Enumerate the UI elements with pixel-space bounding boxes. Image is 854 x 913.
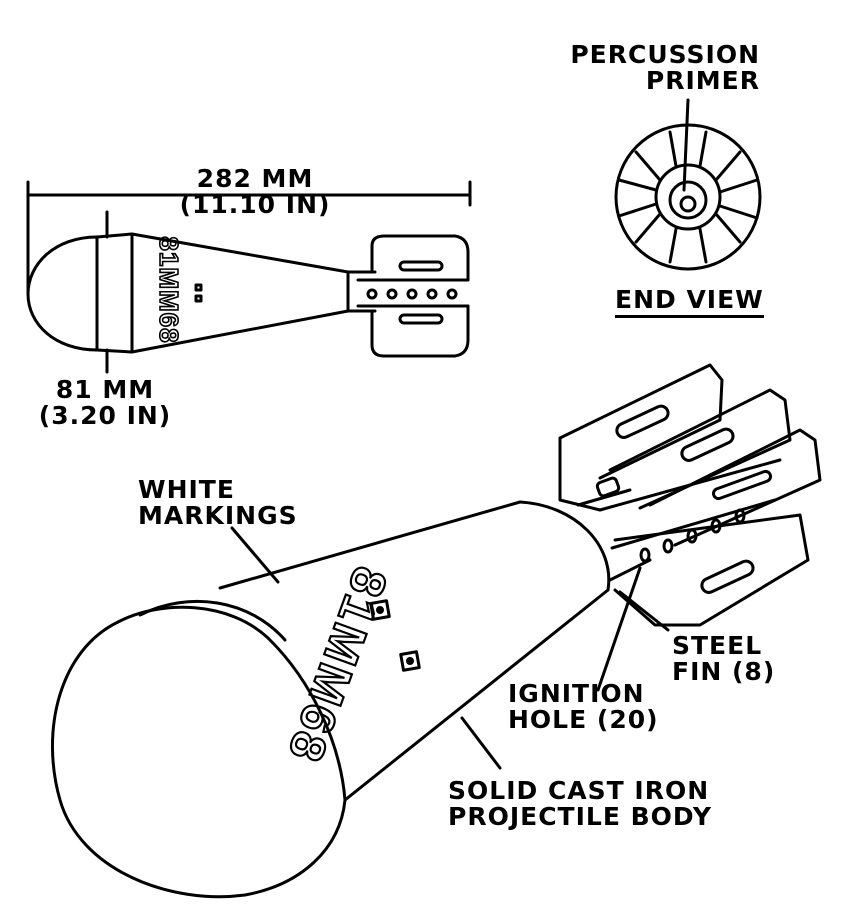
perspective-nose-band — [116, 605, 347, 802]
perspective-fin-slot — [595, 476, 621, 498]
white-line-1: WHITE — [138, 475, 235, 504]
perspective-marking-square — [399, 650, 421, 672]
perspective-boom — [576, 488, 652, 582]
side-view-marking-text: 81MM68 — [154, 236, 184, 343]
perspective-fin-slot — [700, 559, 755, 594]
perspective-marking-square — [369, 599, 391, 621]
body-line-1: SOLID CAST IRON — [448, 776, 710, 805]
ignition-hole-label: IGNITION HOLE (20) — [508, 681, 659, 733]
perspective-fin-slot — [615, 404, 670, 439]
steel-line-1: STEEL — [672, 631, 763, 660]
perspective-nose — [50, 620, 347, 899]
end-view — [614, 98, 762, 271]
body-line-2: PROJECTILE BODY — [448, 802, 712, 831]
percussion-line-2: PRIMER — [645, 66, 760, 95]
ignition-line-2: HOLE (20) — [508, 705, 659, 734]
primer-leader-line — [682, 98, 690, 192]
white-markings-label: WHITE MARKINGS — [138, 477, 298, 529]
perspective-nose-band-inner — [138, 599, 287, 642]
percussion-line-1: PERCUSSION — [570, 40, 760, 69]
side-view-ignition-holes — [366, 288, 458, 300]
steel-fin-label: STEEL FIN (8) — [672, 633, 775, 685]
diameter-in: (3.20 IN) — [38, 401, 172, 430]
steel-line-2: FIN (8) — [672, 657, 776, 686]
side-view-body — [95, 232, 350, 354]
side-view-nose — [26, 235, 99, 352]
white-markings-leader-line — [230, 526, 280, 584]
ignition-hole-leader-line — [596, 566, 642, 692]
perspective-fin-4 — [613, 513, 810, 627]
percussion-primer-label: PERCUSSION PRIMER — [545, 42, 760, 94]
side-view-fin-mid — [356, 278, 470, 308]
side-view-marking-dot — [194, 294, 203, 303]
end-view-fin-spokes — [617, 130, 759, 264]
perspective-fin-band — [598, 458, 782, 550]
side-view-fin-slot-bottom — [398, 313, 444, 325]
end-view-label: END VIEW — [615, 285, 764, 318]
perspective-fin-slot — [712, 469, 772, 501]
ignition-line-1: IGNITION — [508, 679, 645, 708]
perspective-fin-slot — [680, 427, 735, 462]
length-label: 282 MM (11.10 IN) — [175, 166, 335, 218]
end-view-primer-ring — [668, 180, 708, 220]
side-view-marking-dot — [194, 283, 203, 292]
side-view-fin-top — [370, 234, 470, 282]
perspective-fin-1 — [558, 363, 724, 512]
body-leader-line — [460, 716, 502, 770]
side-view — [26, 180, 472, 374]
diameter-label: 81 MM (3.20 IN) — [30, 377, 180, 429]
perspective-body-bottom — [343, 588, 610, 802]
side-view-fin-bottom — [370, 304, 470, 358]
projectile-body-label: SOLID CAST IRON PROJECTILE BODY — [448, 778, 712, 830]
end-view-text: END VIEW — [615, 285, 764, 318]
length-in: (11.10 IN) — [179, 190, 331, 219]
white-line-2: MARKINGS — [138, 501, 298, 530]
perspective-marking-text: 81MM68 — [277, 560, 397, 771]
perspective-fin-2 — [608, 388, 792, 510]
diameter-mm: 81 MM — [55, 375, 155, 404]
perspective-ignition-holes — [639, 508, 746, 563]
side-view-fin-slot-top — [398, 260, 444, 272]
end-view-primer — [679, 195, 697, 213]
length-mm: 282 MM — [196, 164, 314, 193]
perspective-body-rear — [518, 500, 611, 592]
steel-fin-leader-line — [618, 590, 670, 632]
end-view-ring — [654, 163, 722, 231]
